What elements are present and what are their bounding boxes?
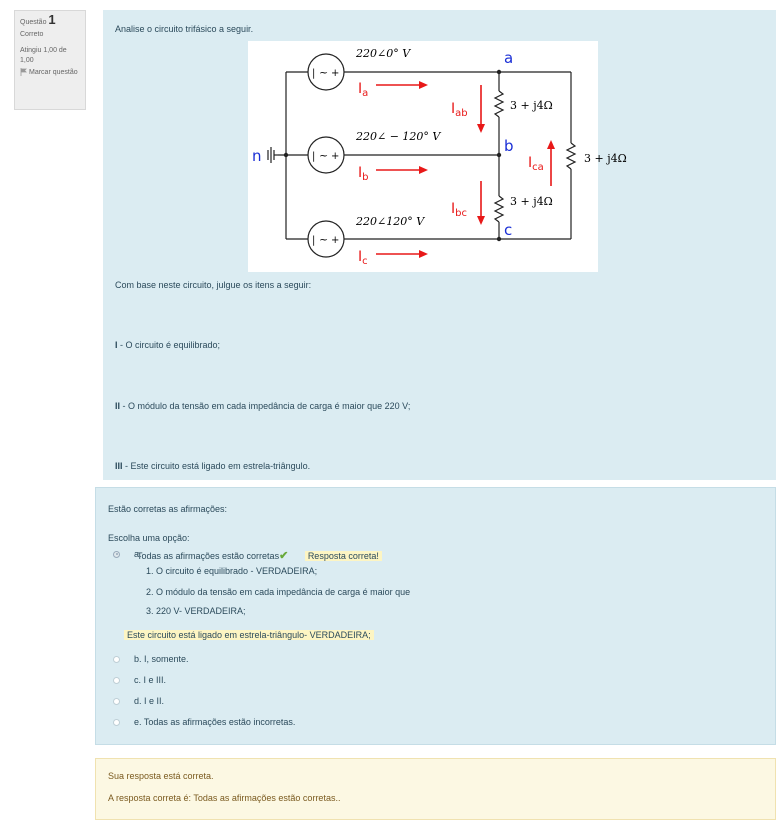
flag-label: Marcar questão	[29, 69, 78, 76]
option-e[interactable]: e. Todas as afirmações estão incorretas.	[113, 717, 295, 727]
statement-2: II - O módulo da tensão em cada impedânc…	[115, 401, 411, 411]
svg-text:~: ~	[319, 233, 328, 246]
flag-question-link[interactable]: Marcar questão	[20, 68, 80, 78]
current-ic-label: Ic	[358, 249, 368, 267]
option-c[interactable]: c. I e III.	[113, 675, 166, 685]
voltage-source-c: | ~+	[307, 220, 345, 258]
feedback-result: Sua resposta está correta.	[108, 771, 214, 781]
source-a-label: 220∠0° V	[355, 47, 411, 60]
question-number: 1	[48, 12, 56, 27]
question-prompt: Com base neste circuito, julgue os itens…	[115, 280, 312, 290]
source-b-label: 220∠ − 120° V	[355, 130, 441, 143]
option-a-radio[interactable]	[113, 550, 120, 558]
option-e-label: e. Todas as afirmações estão incorretas.	[134, 717, 296, 727]
option-c-label: c. I e III.	[134, 675, 167, 685]
option-b-radio[interactable]	[113, 655, 120, 663]
question-intro: Analise o circuito trifásico a seguir.	[115, 24, 254, 34]
option-a-detail-1: 1. O circuito é equilibrado - VERDADEIRA…	[146, 566, 318, 576]
option-d-label: d. I e II.	[134, 696, 165, 706]
svg-text:+: +	[331, 68, 339, 79]
option-a[interactable]: a.	[113, 549, 142, 559]
option-b[interactable]: b. I, somente.	[113, 654, 189, 664]
voltage-source-a: | ~+	[307, 53, 345, 91]
answer-statement: Estão corretas as afirmações:	[108, 504, 228, 514]
node-n-label: n	[252, 147, 262, 165]
option-a-feedback: Resposta correta!	[304, 551, 382, 561]
node-c-label: c	[504, 221, 512, 239]
option-a-detail-3: 3. 220 V- VERDADEIRA;	[146, 606, 246, 616]
feedback-correct-answer: A resposta correta é: Todas as afirmaçõe…	[108, 793, 341, 803]
svg-text:~: ~	[319, 149, 328, 162]
check-icon: ✔	[279, 550, 289, 562]
question-grade: Atingiu 1,00 de 1,00	[20, 47, 67, 64]
impedance-ab-label: 3 + j4Ω	[510, 99, 553, 112]
statement-1: I - O circuito é equilibrado;	[115, 340, 221, 350]
feedback-panel: Sua resposta está correta. A resposta co…	[95, 758, 776, 820]
svg-text:|: |	[312, 235, 315, 246]
svg-text:+: +	[331, 235, 339, 246]
option-a-text: Todas as afirmações estão corretas	[137, 551, 280, 561]
current-ia-label: Ia	[358, 81, 368, 99]
node-b-label: b	[504, 137, 514, 155]
svg-text:~: ~	[319, 66, 328, 79]
current-iab-label: Iab	[451, 101, 468, 119]
current-ibc-label: Ibc	[451, 201, 467, 219]
source-c-label: 220∠120° V	[355, 215, 425, 228]
option-a-detail-2: 2. O módulo da tensão em cada impedância…	[146, 587, 411, 597]
option-a-extra: Este circuito está ligado em estrela-tri…	[124, 630, 374, 640]
svg-text:+: +	[331, 151, 339, 162]
answer-panel: Estão corretas as afirmações: Escolha um…	[95, 487, 776, 745]
option-e-radio[interactable]	[113, 718, 120, 726]
option-d-radio[interactable]	[113, 697, 120, 705]
question-label: Questão	[20, 19, 47, 26]
option-a-letter: a.	[134, 549, 142, 559]
voltage-source-b: | ~+	[307, 136, 345, 174]
flag-icon	[20, 68, 27, 76]
svg-text:|: |	[312, 151, 315, 162]
circuit-diagram: |~+ |~+ |~+ 220∠0° V 220∠ − 120° V 220∠1…	[252, 47, 627, 267]
current-ica-label: Ica	[528, 155, 544, 173]
option-c-radio[interactable]	[113, 676, 120, 684]
choose-label: Escolha uma opção:	[108, 533, 190, 543]
option-a-text-line: Todas as afirmações estão corretas✔ Resp…	[137, 549, 382, 562]
circuit-figure: |~+ |~+ |~+ 220∠0° V 220∠ − 120° V 220∠1…	[248, 41, 627, 272]
question-state: Correto	[20, 31, 44, 38]
node-a-label: a	[504, 49, 513, 67]
question-number-line: Questão 1	[20, 12, 80, 28]
impedance-bc-label: 3 + j4Ω	[510, 195, 553, 208]
question-text-panel: Analise o circuito trifásico a seguir.	[103, 10, 776, 480]
option-d[interactable]: d. I e II.	[113, 696, 164, 706]
question-info-panel: Questão 1 Correto Atingiu 1,00 de 1,00 M…	[14, 10, 86, 110]
impedance-ca-label: 3 + j4Ω	[584, 152, 627, 165]
svg-text:|: |	[312, 68, 315, 79]
current-ib-label: Ib	[358, 165, 369, 183]
statement-3: III - Este circuito está ligado em estre…	[115, 461, 311, 471]
option-b-label: b. I, somente.	[134, 654, 189, 664]
